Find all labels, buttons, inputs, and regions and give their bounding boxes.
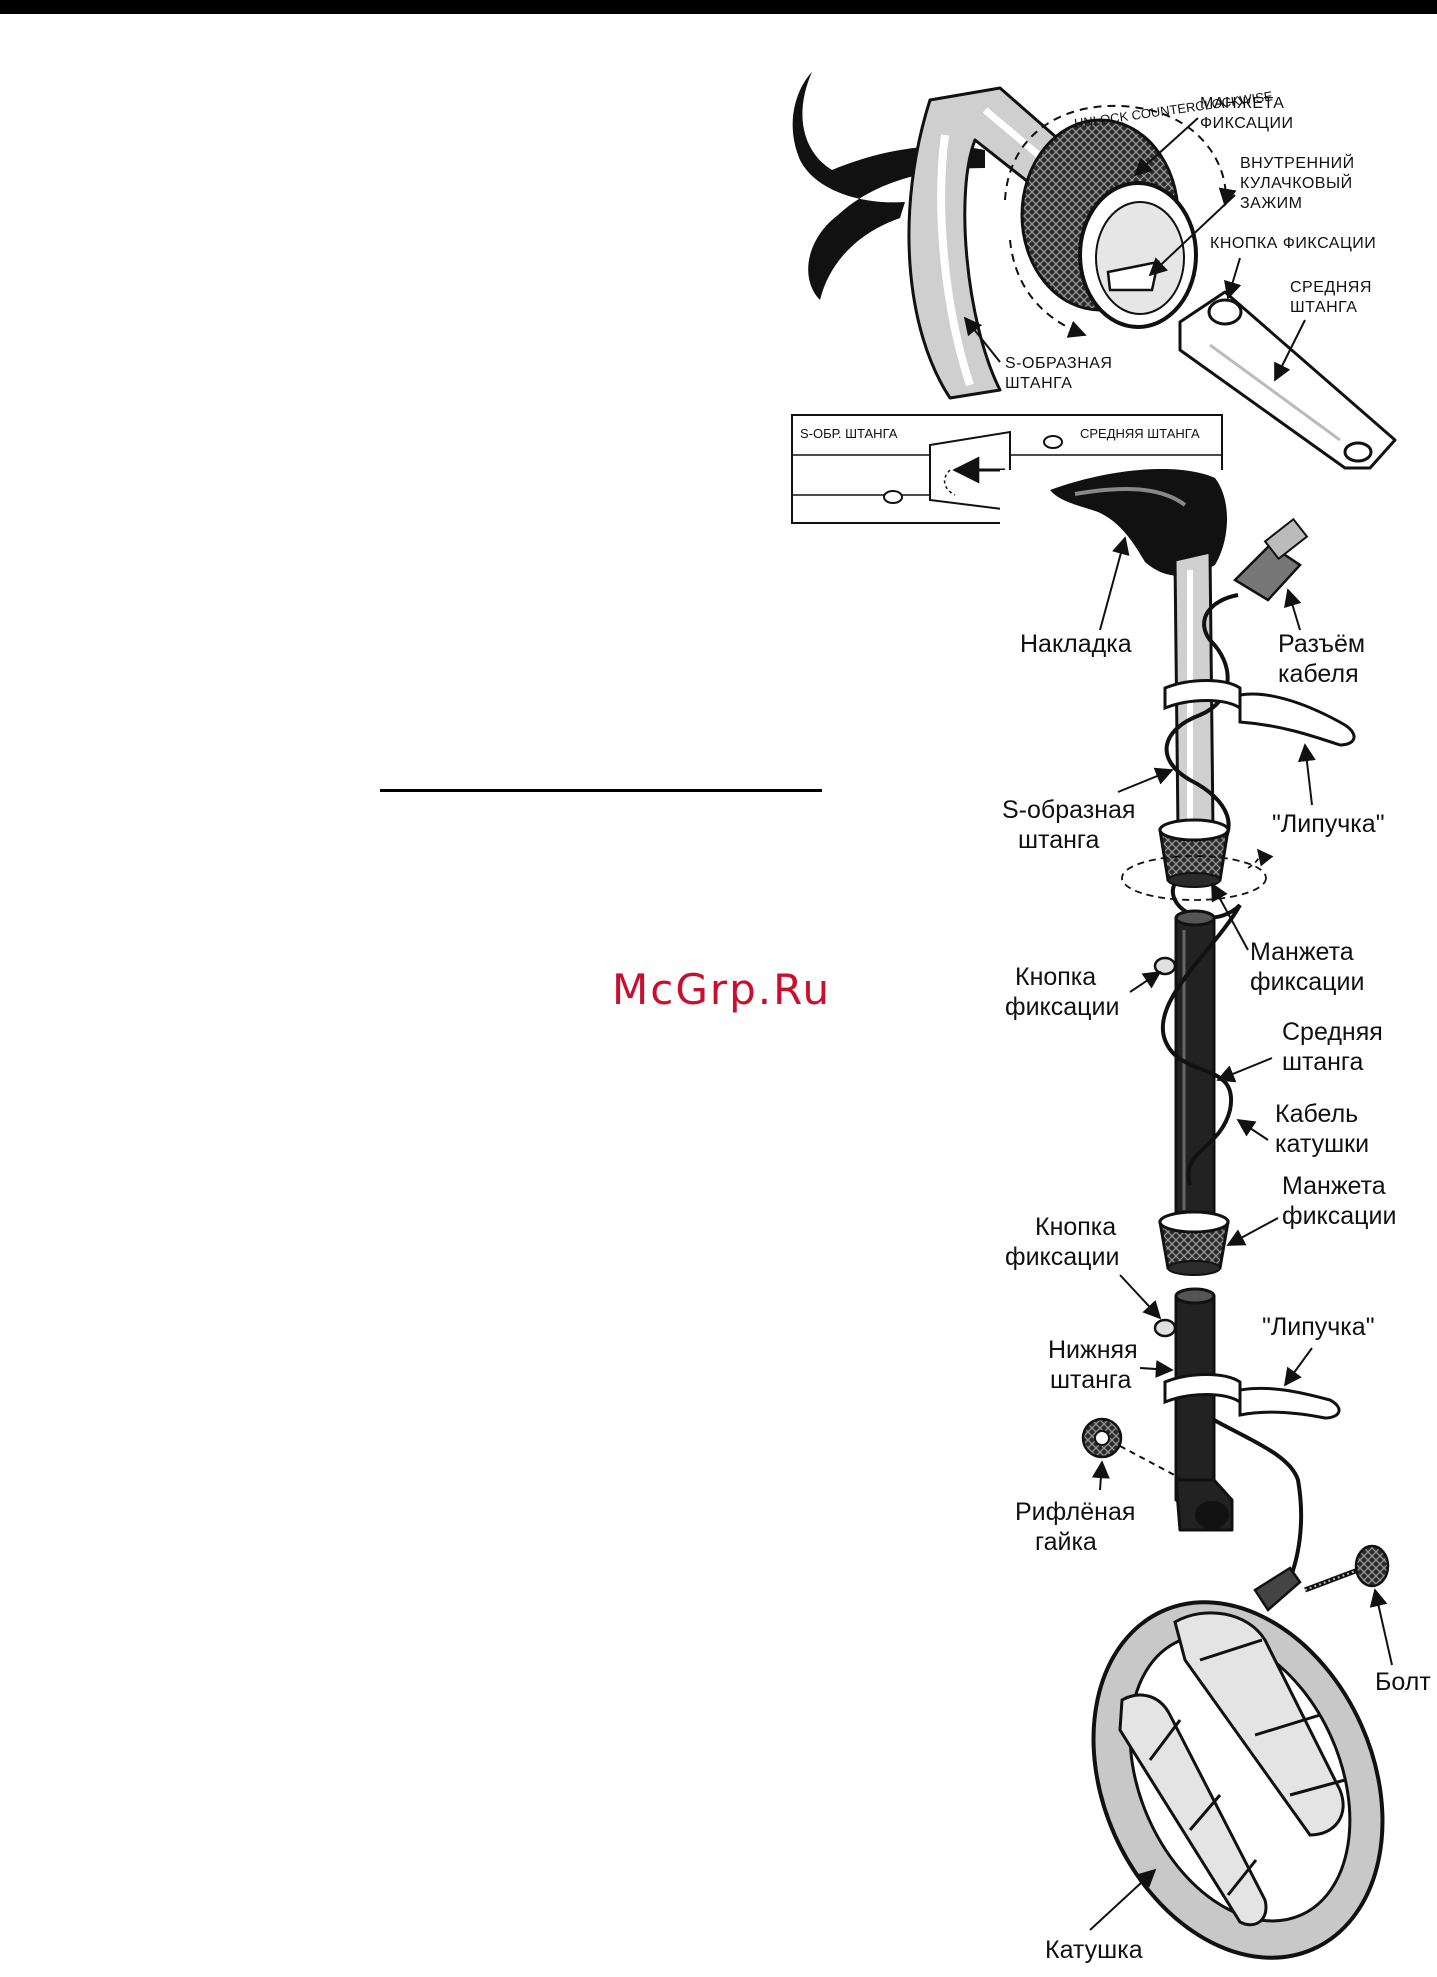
section-divider-line	[380, 789, 822, 792]
coil-cable-path-middle	[1160, 904, 1242, 1186]
label-button-bottom: Кнопка фиксации	[1005, 1213, 1123, 1271]
label-coil: Катушка	[1045, 1936, 1143, 1964]
coil-cable-path-bottom	[1213, 1418, 1304, 1591]
inset-detail: UNLOCK COUNTERCLOCKWISE МАНЖЕТА ФИКСАЦИИ…	[792, 72, 1397, 470]
inset-cam-shape	[1106, 260, 1160, 292]
label-armrest: Накладка	[1020, 630, 1132, 658]
cable-connector-shape	[1232, 517, 1309, 602]
velcro-bottom-shape	[1163, 1373, 1341, 1420]
label-middle-rod: Средняя штанга	[1282, 1018, 1390, 1076]
inset-armrest-shape	[792, 72, 985, 300]
bolt-shape	[1304, 1544, 1390, 1593]
inset-label-s-rod: S-ОБРАЗНАЯ ШТАНГА	[1005, 355, 1117, 392]
cuff-top-shape	[1158, 818, 1230, 888]
button-bottom-shape	[1153, 1318, 1177, 1338]
inset-locking-cuff	[1020, 118, 1198, 329]
label-coil-cable: Кабель катушки	[1275, 1100, 1369, 1158]
label-velcro-bottom: "Липучка"	[1262, 1313, 1375, 1341]
label-bolt: Болт	[1375, 1668, 1431, 1696]
inset-rotation-arc	[1004, 104, 1237, 207]
label-s-rod: S-образная штанга	[1002, 796, 1142, 854]
top-black-bar	[0, 0, 1437, 14]
watermark: McGrp.Ru	[612, 965, 832, 1014]
armrest-shape	[1050, 468, 1228, 576]
label-lower-rod: Нижняя штанга	[1048, 1336, 1145, 1394]
inset-label-cuff: МАНЖЕТА ФИКСАЦИИ	[1200, 95, 1294, 132]
label-button-top: Кнопка фиксации	[1005, 963, 1119, 1021]
inset-label-middle-rod: СРЕДНЯЯ ШТАНГА	[1290, 279, 1377, 316]
cross-label-s-rod: S-ОБР. ШТАНГА	[800, 426, 898, 441]
coil-shape	[1091, 1566, 1385, 1960]
velcro-top-shape	[1163, 679, 1356, 747]
inset-button-shape	[1207, 298, 1243, 326]
inset-label-button: КНОПКА ФИКСАЦИИ	[1210, 235, 1376, 252]
label-knurled-nut: Рифлёная гайка	[1015, 1498, 1142, 1556]
main-exploded-view: Накладка Разъём кабеля S-образная штанга…	[1002, 468, 1431, 1964]
button-top-shape	[1153, 956, 1177, 976]
label-cable-connector: Разъём кабеля	[1278, 630, 1372, 688]
cuff-bottom-shape	[1158, 1210, 1230, 1276]
label-velcro-top: "Липучка"	[1272, 810, 1385, 838]
cross-label-middle-rod: СРЕДНЯЯ ШТАНГА	[1080, 426, 1200, 441]
knurled-nut-shape	[1081, 1417, 1181, 1479]
inset-label-cam: ВНУТРЕННИЙ КУЛАЧКОВЫЙ ЗАЖИМ	[1240, 153, 1360, 212]
label-cuff-top: Манжета фиксации	[1250, 938, 1364, 996]
label-cuff-bottom: Манжета фиксации	[1282, 1172, 1396, 1230]
